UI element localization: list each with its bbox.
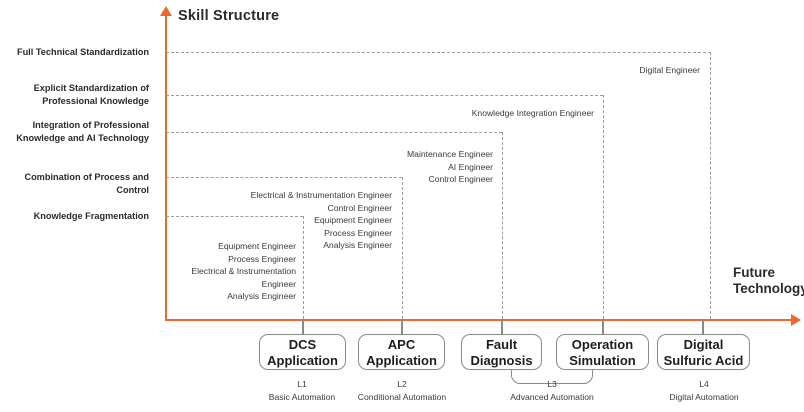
l3-group-bracket [511, 369, 593, 384]
gridline-level-5 [166, 52, 711, 53]
level-label-combination-process-control: Combination of Process and Control [24, 172, 149, 195]
level-label-explicit-standardization: Explicit Standardization of Professional… [33, 83, 149, 106]
node-operation-simulation-line1: Operation [571, 336, 634, 352]
node-operation-simulation-line2: Simulation [569, 352, 636, 368]
y-axis-arrowhead [160, 6, 172, 16]
caption-l3-name: Advanced Automation [510, 392, 594, 402]
column-divider-operation-digital [603, 95, 604, 319]
node-dcs-application-line1: DCS [288, 336, 317, 352]
node-digital-sulfuric-acid-line2: Sulfuric Acid [663, 352, 744, 368]
connector-digital-sulfuric-acid [702, 320, 704, 334]
column-divider-apc-fault [402, 177, 403, 319]
column-divider-fault-operation [502, 132, 503, 319]
caption-l4: L4 Digital Automation [646, 378, 762, 404]
y-axis [165, 14, 167, 320]
caption-l4-code: L4 [699, 379, 709, 389]
column-divider-digital-right [710, 52, 711, 319]
node-digital-sulfuric-acid[interactable]: Digital Sulfuric Acid [657, 334, 750, 370]
connector-operation-simulation [602, 320, 604, 334]
level-label-full-technical-standardization: Full Technical Standardization [16, 47, 149, 57]
node-dcs-application-line2: Application [267, 352, 338, 368]
node-apc-application-line1: APC [387, 336, 416, 352]
node-fault-diagnosis-line2: Diagnosis [470, 352, 533, 368]
y-axis-title: Skill Structure [178, 8, 280, 24]
x-axis-title-line1: Future [733, 265, 775, 280]
column-divider-dcs-apc [303, 216, 304, 319]
gridline-level-3 [166, 132, 502, 133]
gridline-level-1 [166, 216, 303, 217]
caption-l3: L3 Advanced Automation [494, 378, 610, 404]
node-apc-application-line2: Application [366, 352, 437, 368]
caption-l2: L2 Conditional Automation [340, 378, 464, 404]
node-fault-diagnosis-line1: Fault [485, 336, 518, 352]
caption-l1-name: Basic Automation [268, 392, 336, 402]
caption-l2-code: L2 [397, 379, 407, 389]
node-fault-diagnosis[interactable]: Fault Diagnosis [461, 334, 542, 370]
node-operation-simulation[interactable]: Operation Simulation [556, 334, 649, 370]
caption-l4-name: Digital Automation [669, 392, 739, 402]
caption-l3-code: L3 [547, 379, 557, 389]
x-axis-arrowhead [791, 314, 801, 326]
node-apc-application[interactable]: APC Application [358, 334, 445, 370]
connector-fault-diagnosis [501, 320, 503, 334]
node-dcs-application[interactable]: DCS Application [259, 334, 346, 370]
gridline-level-4 [166, 95, 603, 96]
caption-l1: L1 Basic Automation [247, 378, 357, 404]
x-axis-title: Future Technology [733, 265, 804, 297]
level-label-knowledge-fragmentation: Knowledge Fragmentation [33, 211, 149, 221]
node-digital-sulfuric-acid-line1: Digital [683, 336, 724, 352]
gridline-level-2 [166, 177, 402, 178]
caption-l1-code: L1 [297, 379, 307, 389]
connector-dcs-application [302, 320, 304, 334]
connector-apc-application [401, 320, 403, 334]
x-axis [165, 319, 795, 321]
caption-l2-name: Conditional Automation [357, 392, 447, 402]
level-label-integration-professional-ai: Integration of Professional Knowledge an… [16, 120, 149, 143]
x-axis-title-line2: Technology [733, 281, 804, 296]
roles-operation-simulation: Knowledge Integration Engineer [471, 108, 594, 118]
roles-digital-sulfuric-acid: Digital Engineer [639, 65, 700, 75]
